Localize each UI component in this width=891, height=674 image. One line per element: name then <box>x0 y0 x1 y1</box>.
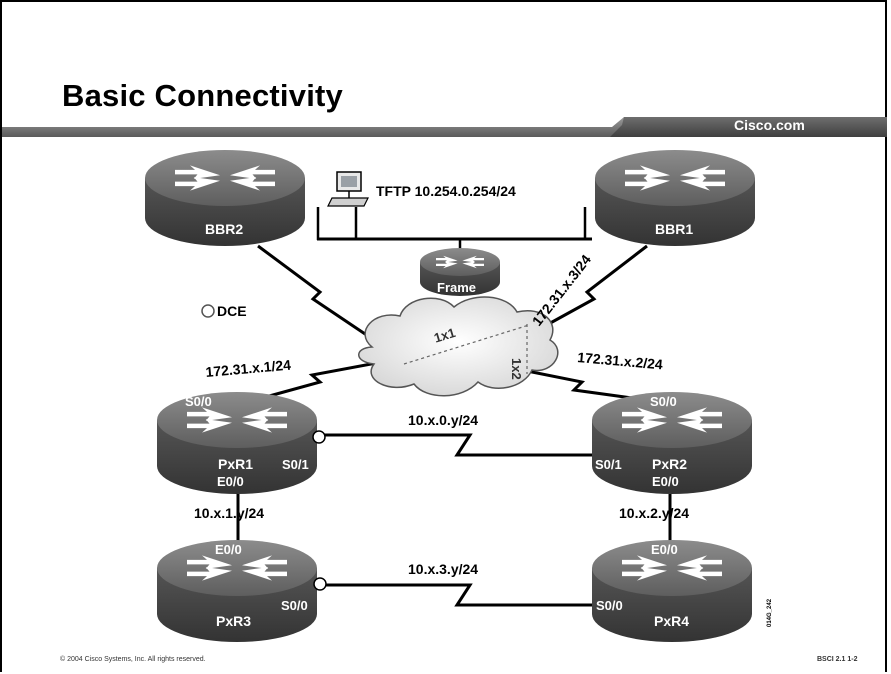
interface-label-pxr1-s00: S0/0 <box>185 394 212 409</box>
router-pxr4[interactable]: E0/0 S0/0 PxR4 <box>592 540 752 642</box>
interface-label-pxr1-s01: S0/1 <box>282 457 309 472</box>
router-pxr2[interactable]: S0/0 S0/1 PxR2 E0/0 <box>592 392 752 494</box>
interface-label-pxr4-s00: S0/0 <box>596 598 623 613</box>
pvc-1x2-label: 1x2 <box>509 358 524 380</box>
header-bar <box>2 117 887 137</box>
interface-label-pxr3-e00: E0/0 <box>215 542 242 557</box>
serial-link-bbr1 <box>533 244 648 334</box>
slide-title: Basic Connectivity <box>62 78 343 113</box>
serial-link-bbr2 <box>257 244 378 344</box>
router-label-bbr2: BBR2 <box>205 221 243 237</box>
link-label-pxr1-pxr2: 10.x.0.y/24 <box>408 412 478 428</box>
router-label-pxr1: PxR1 <box>218 456 253 472</box>
serial-link-pxr2-frame <box>521 368 633 400</box>
dce-legend-icon <box>201 304 215 318</box>
router-label-pxr3: PxR3 <box>216 613 251 629</box>
interface-label-pxr2-s00: S0/0 <box>650 394 677 409</box>
dce-legend: DCE <box>201 303 247 319</box>
dce-marker-pxr1 <box>312 430 326 444</box>
dce-marker-pxr3 <box>313 577 327 591</box>
interface-label-pxr2-s01: S0/1 <box>595 457 622 472</box>
router-label-pxr2: PxR2 <box>652 456 687 472</box>
router-label-frame: Frame <box>437 280 476 295</box>
copyright-footer: © 2004 Cisco Systems, Inc. All rights re… <box>60 656 206 663</box>
tftp-server[interactable]: TFTP 10.254.0.254/24 <box>327 171 516 207</box>
link-label-pxr3-pxr4: 10.x.3.y/24 <box>408 561 478 577</box>
serial-link-pxr3-pxr4 <box>322 583 594 607</box>
course-page-footer: BSCI 2.1 1-2 <box>817 656 858 663</box>
router-pxr3[interactable]: E0/0 S0/0 PxR3 <box>157 540 327 642</box>
router-pxr1[interactable]: S0/0 PxR1 S0/1 E0/0 <box>157 392 326 494</box>
serial-link-pxr1-pxr2 <box>320 433 594 457</box>
router-frame[interactable]: Frame <box>420 248 500 296</box>
figure-id: 014G_242 <box>767 598 773 627</box>
ethernet-lan <box>316 207 592 254</box>
computer-icon <box>327 171 369 207</box>
interface-label-pxr1-e00: E0/0 <box>217 474 244 489</box>
link-label-pxr2-frame: 172.31.x.2/24 <box>577 349 664 372</box>
frame-relay-cloud: 1x1 1x2 <box>358 296 559 397</box>
link-label-pxr1-frame: 172.31.x.1/24 <box>205 357 292 380</box>
tftp-label: TFTP 10.254.0.254/24 <box>376 183 516 199</box>
router-label-bbr1: BBR1 <box>655 221 693 237</box>
serial-link-pxr1-frame <box>261 360 383 400</box>
brand-label: Cisco.com <box>734 117 805 133</box>
link-label-pxr2-pxr4: 10.x.2.y/24 <box>619 505 689 521</box>
router-bbr1[interactable]: BBR1 <box>595 150 755 246</box>
router-label-pxr4: PxR4 <box>654 613 689 629</box>
pvc-1x1-label: 1x1 <box>432 325 457 346</box>
interface-label-pxr2-e00: E0/0 <box>652 474 679 489</box>
link-label-pxr1-pxr3: 10.x.1.y/24 <box>194 505 264 521</box>
router-bbr2[interactable]: BBR2 <box>145 150 305 246</box>
interface-label-pxr4-e00: E0/0 <box>651 542 678 557</box>
interface-label-pxr3-s00: S0/0 <box>281 598 308 613</box>
dce-legend-label: DCE <box>217 303 247 319</box>
